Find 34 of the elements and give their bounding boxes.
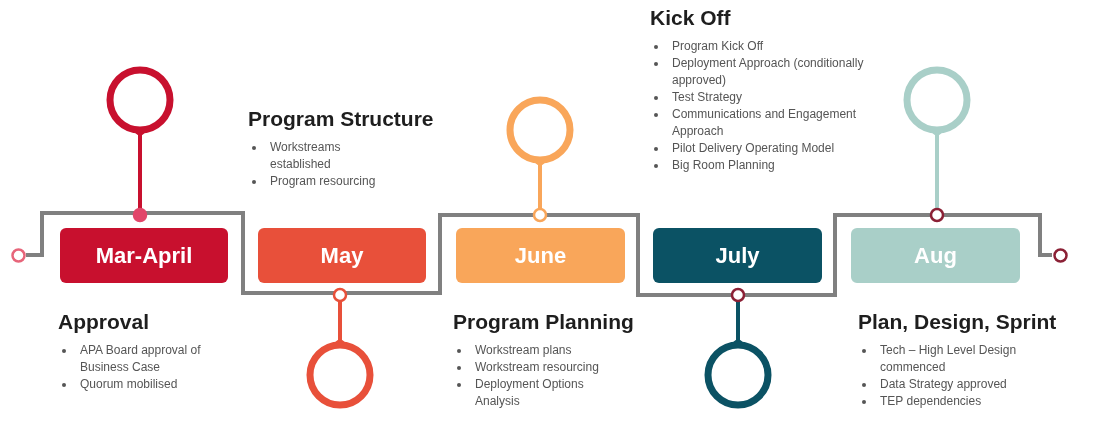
month-box — [456, 228, 625, 283]
bullet-item: Tech – High Level Design commenced — [858, 342, 1068, 376]
month-box — [60, 228, 228, 283]
bullet-item: Pilot Delivery Operating Model — [650, 140, 870, 157]
section-heading: Kick Off — [650, 6, 732, 30]
bullet-item: Data Strategy approved — [858, 376, 1068, 393]
bullet-item: Test Strategy — [650, 89, 870, 106]
month-label: Mar-April — [95, 242, 193, 269]
bullet-item: Workstreams established — [248, 139, 388, 173]
month-label: June — [514, 242, 567, 269]
bullet-item: Program Kick Off — [650, 38, 870, 55]
bullet-item: Deployment Approach (conditionally approved) — [650, 55, 870, 89]
track-end-circle — [9, 246, 27, 264]
section-heading: Approval — [58, 310, 150, 334]
bullet-item: Deployment Options Analysis — [453, 376, 603, 410]
section-heading: Program Planning — [453, 310, 635, 334]
section-heading: Program Structure — [248, 107, 435, 131]
bullet-item: Program resourcing — [248, 173, 388, 190]
bullet-item: Quorum mobilised — [58, 376, 218, 393]
month-box — [653, 228, 822, 283]
bullet-item: TEP dependencies — [858, 393, 1068, 410]
bullet-item: APA Board approval of Business Case — [58, 342, 218, 376]
month-box — [851, 228, 1020, 283]
month-label: Aug — [914, 242, 957, 269]
month-label: July — [715, 242, 760, 269]
track-end-circle — [1051, 246, 1069, 264]
timeline-track — [26, 211, 1053, 297]
section-heading: Plan, Design, Sprint — [858, 310, 1058, 334]
bullet-item: Workstream resourcing — [453, 359, 603, 376]
month-box — [258, 228, 426, 283]
bullet-item: Big Room Planning — [650, 157, 870, 174]
bullet-item: Workstream plans — [453, 342, 603, 359]
bullet-item: Communications and Engagement Approach — [650, 106, 870, 140]
month-label: May — [320, 242, 364, 269]
